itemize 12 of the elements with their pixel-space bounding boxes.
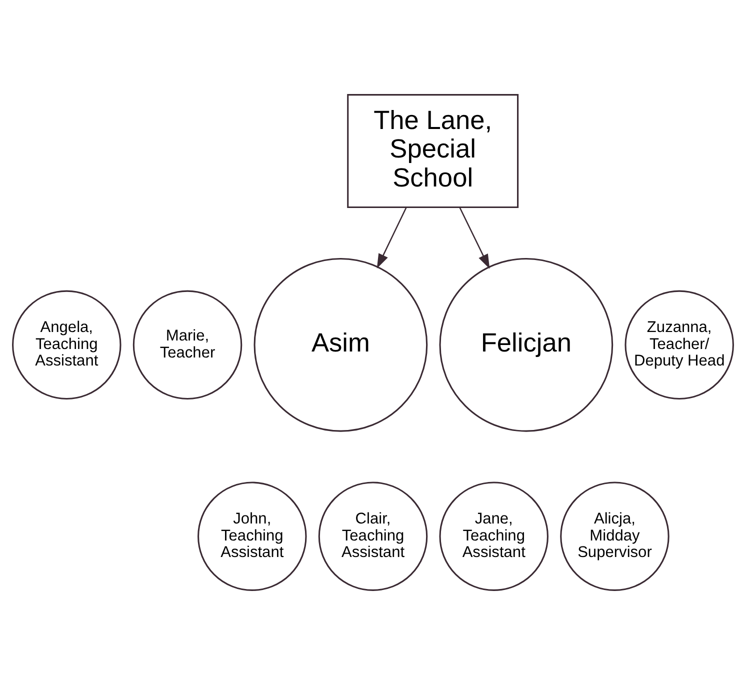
node-circle: Felicjan <box>439 257 614 432</box>
node-circle: Alicja, Midday Supervisor <box>560 481 670 590</box>
node-circle: John, Teaching Assistant <box>198 481 307 590</box>
arrow <box>459 206 490 268</box>
node-circle: Zuzanna, Teacher/ Deputy Head <box>624 290 734 400</box>
arrow <box>376 206 407 268</box>
node-circle: Angela, Teaching Assistant <box>12 290 122 400</box>
node-circle: Asim <box>254 257 428 432</box>
node-circle: Marie, Teacher <box>132 290 242 400</box>
node-circle: Clair, Teaching Assistant <box>318 481 428 590</box>
node-box: The Lane, Special School <box>347 94 519 208</box>
node-circle: Jane, Teaching Assistant <box>439 481 548 590</box>
